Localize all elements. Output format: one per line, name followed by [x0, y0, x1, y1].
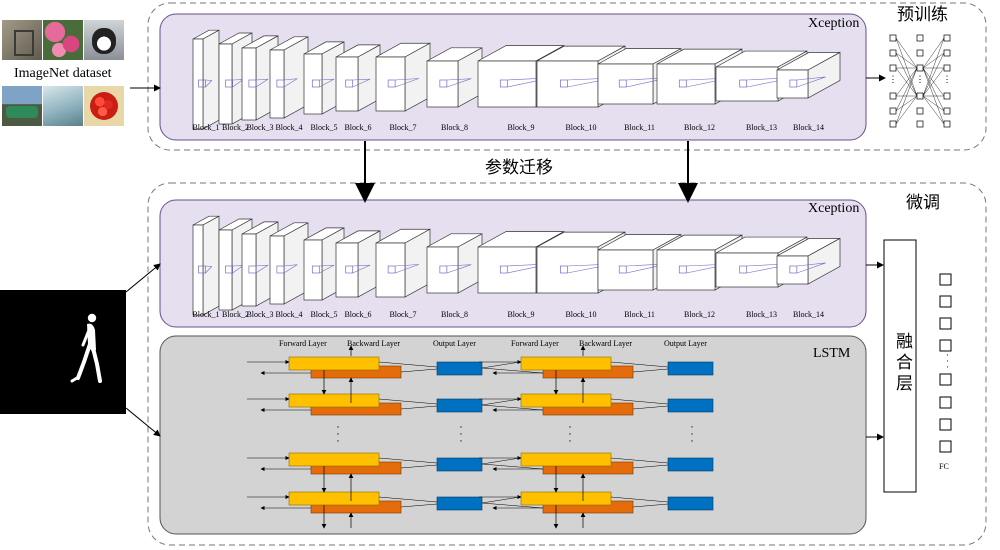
finetune-block-label: Block_4 [275, 310, 303, 319]
finetune-block-label: Block_9 [507, 310, 535, 319]
pretrain-block-label: Block_8 [440, 123, 469, 132]
pretrain-blocks [192, 29, 841, 130]
pretrain-block-label: Block_7 [389, 123, 417, 132]
transfer-label: 参数迁移 [485, 158, 553, 178]
fusion-layer-box [883, 239, 917, 493]
pretrain-block-label: Block_4 [275, 123, 303, 132]
lstm-cell-1-1 [479, 393, 714, 416]
pretrain-block-label: Block_12 [683, 123, 716, 132]
pretrain-block-label: Block_5 [310, 123, 338, 132]
lstm-cell-0-0 [247, 356, 544, 379]
pretrain-block-label: Block_13 [745, 123, 778, 132]
lstm-ellipsis: · · · [568, 421, 572, 447]
pretrain-block-1 [192, 29, 220, 130]
silhouette-to-xception-arrow [125, 263, 161, 293]
lstm-title: LSTM [813, 346, 851, 361]
finetune-block-label: Block_10 [565, 310, 597, 319]
lstm-cell-1-3 [479, 491, 714, 514]
finetune-block-label: Block_5 [310, 310, 338, 319]
imagenet-photo-water [43, 86, 83, 126]
fusion-layer-label: 融合层 [892, 332, 912, 395]
pretrain-block-label: Block_6 [344, 123, 372, 132]
backward-layer-label: Backward Layer [347, 339, 401, 348]
imagenet-photo-dog [84, 20, 124, 60]
lstm-cell-0-1 [247, 393, 544, 416]
pretrain-block-label: Block_1 [192, 123, 220, 132]
pretrain-block-6 [335, 44, 381, 112]
lstm-ellipsis: · · · [690, 421, 694, 447]
lstm-network [247, 345, 714, 529]
finetune-blocks [192, 215, 841, 316]
pretrain-block-7 [375, 42, 431, 112]
pretrain-block-label: Block_14 [792, 123, 825, 132]
dataset-label: ImageNet dataset [14, 66, 112, 81]
imagenet-photo-strawberries [84, 86, 124, 126]
lstm-cell-0-2 [247, 452, 544, 475]
pretrain-fc-network: ⋮ ⋮ ⋮ [866, 34, 952, 128]
pretrain-block-label: Block_11 [624, 123, 655, 132]
finetune-block-14 [776, 237, 841, 285]
pretrain-block-8 [426, 47, 483, 108]
fc-units [939, 273, 952, 453]
lstm-ellipsis: · · · [336, 421, 340, 447]
forward-layer-label: Forward Layer [511, 339, 559, 348]
svg-text:⋮: ⋮ [889, 74, 898, 84]
finetune-block-7 [375, 228, 431, 298]
output-layer-label: Output Layer [433, 339, 476, 348]
pretrain-region [147, 2, 987, 151]
pretrain-block-label: Block_9 [507, 123, 535, 132]
silhouette-to-lstm-arrow [125, 407, 161, 437]
finetune-block-label: Block_13 [745, 310, 778, 319]
lstm-panel [159, 335, 867, 535]
pretrain-block-14 [776, 51, 841, 99]
pretrain-block-4 [269, 36, 309, 119]
pretrain-block-label: Block_10 [565, 123, 597, 132]
finetune-block-label: Block_3 [246, 310, 274, 319]
lstm-cell-1-0 [479, 356, 714, 379]
finetune-block-label: Block_14 [792, 310, 825, 319]
imagenet-photo-car [2, 86, 42, 126]
finetune-model-title: Xception [808, 201, 860, 216]
finetune-block-label: Block_8 [440, 310, 469, 319]
fc-label: FC [939, 462, 949, 471]
backward-layer-label: Backward Layer [579, 339, 633, 348]
forward-layer-label: Forward Layer [279, 339, 327, 348]
output-layer-label: Output Layer [664, 339, 707, 348]
walking-person-icon [70, 313, 102, 383]
lstm-cell-0-3 [247, 491, 544, 514]
finetune-block-label: Block_11 [624, 310, 655, 319]
finetune-block-label: Block_12 [683, 310, 716, 319]
fc-ellipsis: · · · [946, 350, 949, 372]
pretrain-stage-label: 预训练 [897, 5, 948, 25]
lstm-cell-1-2 [479, 452, 714, 475]
lstm-ellipsis: · · · [459, 421, 463, 447]
imagenet-photo-chair [2, 20, 42, 60]
imagenet-photo-flowers [43, 20, 83, 60]
finetune-stage-label: 微调 [906, 193, 940, 213]
finetune-block-label: Block_7 [389, 310, 417, 319]
finetune-block-label: Block_6 [344, 310, 372, 319]
svg-text:⋮: ⋮ [943, 74, 952, 84]
pretrain-model-title: Xception [808, 16, 860, 31]
finetune-block-1 [192, 215, 220, 316]
pretrain-block-label: Block_2 [221, 123, 250, 132]
finetune-block-label: Block_2 [221, 310, 250, 319]
silhouette-image [0, 290, 126, 414]
finetune-block-8 [426, 233, 483, 294]
svg-text:⋮: ⋮ [916, 74, 925, 84]
finetune-block-4 [269, 222, 309, 305]
pretrain-block-label: Block_3 [246, 123, 274, 132]
finetune-block-6 [335, 230, 381, 298]
finetune-block-label: Block_1 [192, 310, 220, 319]
